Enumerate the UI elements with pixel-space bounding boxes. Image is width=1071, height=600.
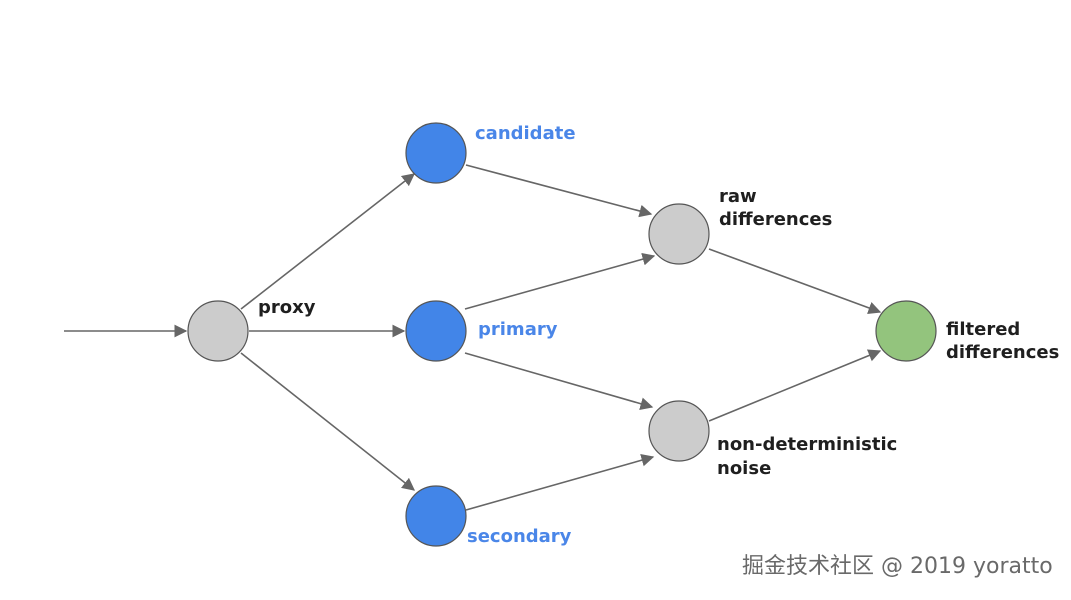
node-proxy — [187, 300, 249, 362]
edge-primary-noise — [464, 352, 654, 410]
edges — [64, 164, 882, 511]
label-filtered-differences-line1: filtered — [946, 319, 1021, 340]
label-noise-line1: non-deterministic — [717, 434, 898, 455]
edge-noise-filtered-differences — [708, 349, 882, 422]
label-filtered-differences-line2: differences — [946, 342, 1060, 363]
label-raw-differences-line1: raw — [719, 186, 757, 207]
edge-secondary-noise — [465, 453, 655, 511]
label-secondary: secondary — [467, 526, 572, 547]
edge-proxy-secondary — [240, 352, 416, 491]
edge-candidate-raw-differences — [465, 164, 653, 218]
watermark: 掘金技术社区 @ 2019 yoratto — [742, 554, 1053, 579]
node-filtered-differences — [875, 300, 937, 362]
label-raw-differences-line2: differences — [719, 209, 833, 230]
edge-primary-raw-differences — [464, 252, 656, 310]
node-primary — [405, 300, 467, 362]
label-primary: primary — [478, 319, 558, 340]
node-raw-differences — [648, 203, 710, 265]
nodes — [187, 122, 937, 547]
node-secondary — [405, 485, 467, 547]
edge-raw-differences-filtered-differences — [708, 248, 882, 315]
label-candidate: candidate — [475, 123, 576, 144]
label-noise-line2: noise — [717, 458, 772, 479]
label-proxy: proxy — [258, 297, 316, 318]
node-noise — [648, 400, 710, 462]
node-candidate — [405, 122, 467, 184]
edge-proxy-candidate — [240, 173, 416, 310]
